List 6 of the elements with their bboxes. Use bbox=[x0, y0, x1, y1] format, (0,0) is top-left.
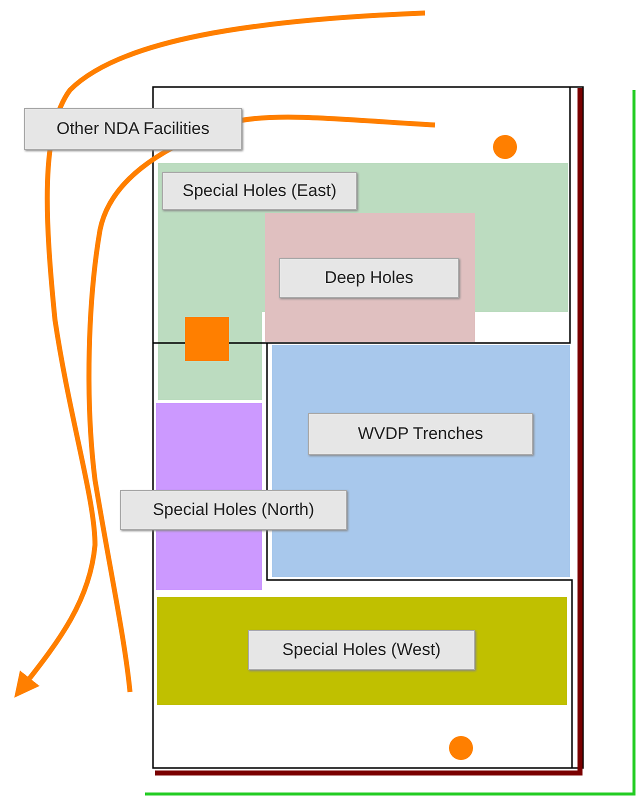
area-label: Deep Holes bbox=[279, 258, 459, 298]
area-label: Other NDA Facilities bbox=[24, 108, 242, 150]
area-label: WVDP Trenches bbox=[308, 413, 533, 455]
area-label: Special Holes (West) bbox=[248, 630, 475, 670]
area-label: Special Holes (East) bbox=[162, 172, 357, 210]
area-label: Special Holes (North) bbox=[120, 490, 347, 530]
